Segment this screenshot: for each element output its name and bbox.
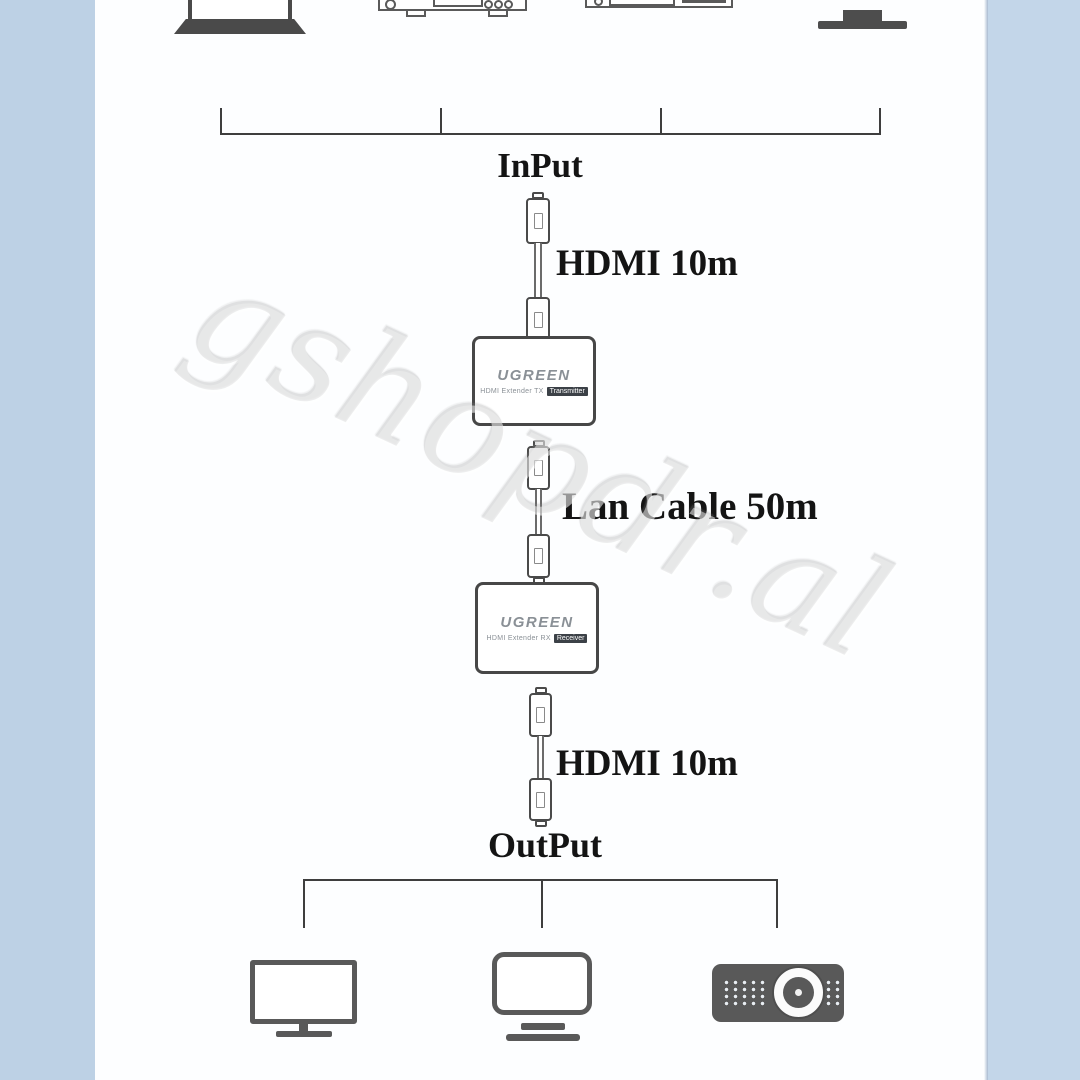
dvd-player-icon bbox=[378, 0, 527, 17]
ugreen-logo: UGREEN bbox=[500, 613, 574, 631]
input-bracket-line bbox=[220, 133, 881, 135]
stb-slot bbox=[609, 0, 675, 6]
hdmi-connector-icon bbox=[526, 198, 550, 244]
hdmi-bottom-cable-label: HDMI 10m bbox=[556, 743, 738, 784]
hdmi-connector-icon bbox=[526, 297, 550, 343]
dvd-button bbox=[494, 0, 503, 9]
laptop-base bbox=[174, 19, 306, 34]
hdmi-connector-icon bbox=[529, 693, 552, 737]
monitor-icon bbox=[492, 952, 592, 1015]
output-bracket-tick bbox=[776, 879, 778, 928]
receiver-model-text: HDMI Extender RX bbox=[486, 634, 551, 642]
receiver-badge: Receiver bbox=[553, 633, 588, 643]
output-label: OutPut bbox=[487, 825, 602, 865]
dvd-button bbox=[484, 0, 493, 9]
transmitter-model-text: HDMI Extender TX bbox=[480, 387, 544, 395]
monitor-stand bbox=[521, 1023, 565, 1030]
input-label: InPut bbox=[497, 146, 583, 185]
left-margin bbox=[0, 0, 95, 1080]
stb-power-button bbox=[594, 0, 603, 6]
rj45-connector-icon bbox=[527, 446, 550, 490]
tv-stand-neck bbox=[299, 1023, 308, 1033]
output-bracket-tick bbox=[541, 879, 543, 928]
rj45-connector-icon bbox=[527, 534, 550, 578]
hdmi-extender-transmitter: UGREEN HDMI Extender TX Transmitter bbox=[472, 336, 596, 426]
panel-right-edge bbox=[984, 0, 989, 1080]
input-bracket-tick bbox=[440, 108, 442, 133]
dvd-foot bbox=[406, 9, 426, 17]
hdmi-cable-line bbox=[534, 243, 542, 298]
dvd-power-button bbox=[385, 0, 396, 10]
output-bracket-tick bbox=[303, 879, 305, 928]
projector-lens bbox=[772, 966, 825, 1019]
output-bracket-line bbox=[303, 879, 777, 881]
input-bracket-tick bbox=[220, 108, 222, 133]
dvd-disc-tray bbox=[433, 0, 483, 7]
set-top-box-icon bbox=[585, 0, 733, 8]
game-console-top bbox=[843, 10, 882, 22]
laptop-icon bbox=[188, 0, 292, 20]
hdmi-plug-tip bbox=[535, 820, 547, 827]
tv-icon bbox=[250, 960, 357, 1024]
stb-display bbox=[682, 0, 726, 3]
input-bracket-tick bbox=[879, 108, 881, 133]
lan-cable-label: Lan Cable 50m bbox=[562, 485, 818, 528]
tv-stand-base bbox=[276, 1031, 332, 1037]
hdmi-extender-receiver: UGREEN HDMI Extender RX Receiver bbox=[475, 582, 599, 674]
transmitter-badge: Transmitter bbox=[546, 386, 588, 396]
ugreen-logo: UGREEN bbox=[497, 366, 571, 384]
hdmi-connector-icon bbox=[529, 778, 552, 821]
projector-vent-grid bbox=[722, 979, 767, 1007]
lan-cable-line bbox=[535, 489, 542, 536]
right-margin bbox=[988, 0, 1080, 1080]
hdmi-cable-line bbox=[537, 736, 544, 779]
monitor-base bbox=[506, 1034, 580, 1041]
game-console-icon bbox=[818, 21, 907, 29]
dvd-button bbox=[504, 0, 513, 9]
projector-icon bbox=[712, 964, 844, 1022]
projector-vent-grid bbox=[824, 979, 841, 1007]
input-bracket-tick bbox=[660, 108, 662, 133]
dvd-foot bbox=[488, 9, 508, 17]
hdmi-top-cable-label: HDMI 10m bbox=[556, 243, 738, 284]
